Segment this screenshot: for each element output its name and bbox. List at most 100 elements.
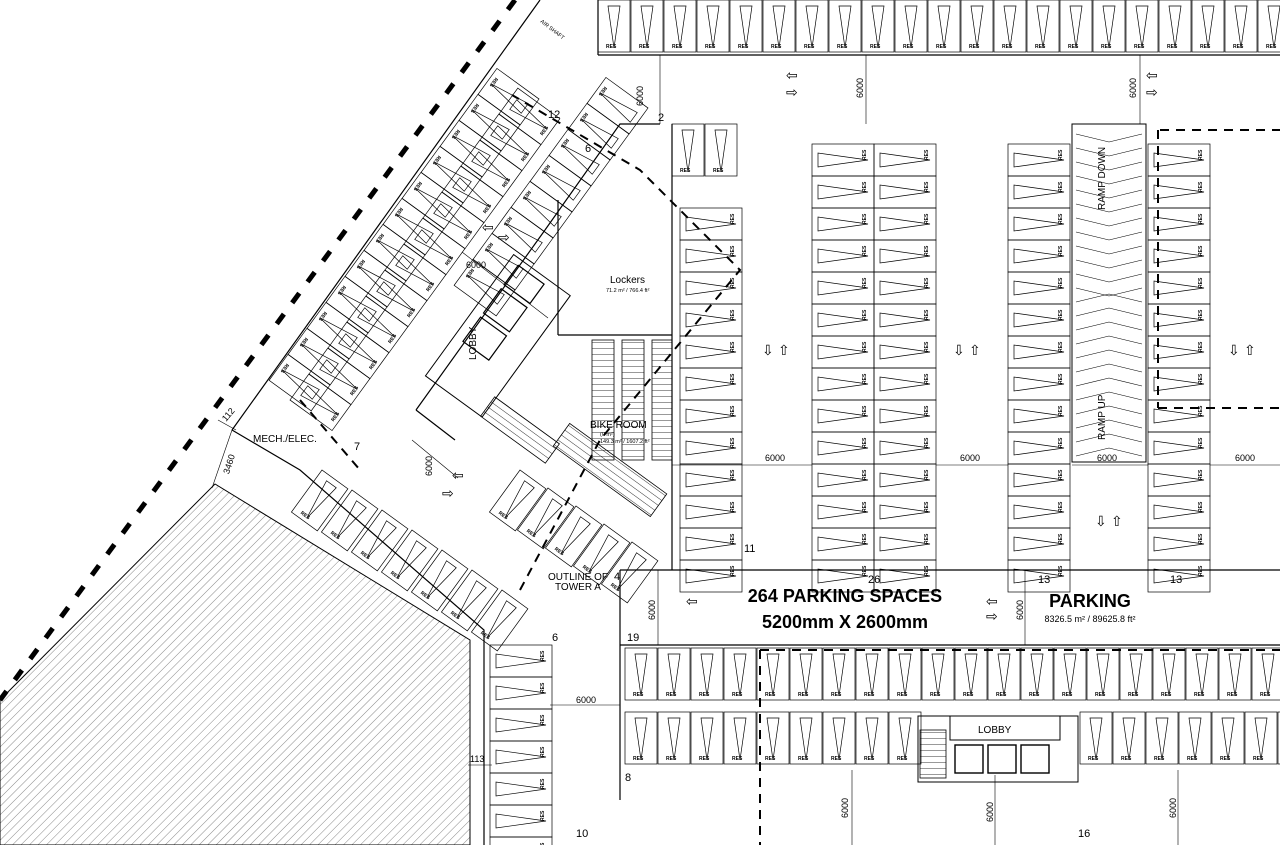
parking-stall: RES — [1147, 431, 1211, 465]
parking-stall: RES — [723, 711, 757, 765]
stall-label: RES — [497, 510, 509, 521]
lockers-label: Lockers — [610, 275, 645, 286]
stall-label: RES — [862, 373, 868, 384]
stall-label: RES — [1198, 213, 1204, 224]
parking-stall: RES — [498, 87, 561, 145]
stall-label: RES — [449, 610, 461, 621]
parking-stall: RES — [411, 549, 469, 612]
stall-label: RES — [1058, 341, 1064, 352]
dim-diag-1: 6000 — [466, 260, 486, 270]
parking-stall: RES — [268, 354, 331, 412]
parking-stall: RES — [679, 495, 743, 529]
parking-stall: RES — [1053, 647, 1087, 701]
parking-stall: RES — [344, 250, 407, 308]
parking-stall: RES — [1007, 527, 1071, 561]
arrow-right: ⇨ — [986, 608, 998, 624]
arrow-right: ⇨ — [498, 229, 510, 245]
parking-stall: RES — [327, 321, 390, 379]
stall-label: RES — [862, 533, 868, 544]
parking-stall: RES — [690, 647, 724, 701]
parking-stall: RES — [453, 259, 516, 317]
stall-label: RES — [501, 215, 512, 227]
stall-label: RES — [639, 44, 650, 50]
stall-label: RES — [335, 284, 346, 296]
stall-label: RES — [864, 756, 875, 762]
dim-top-1: 6000 — [635, 86, 645, 106]
parking-stall: RES — [657, 711, 691, 765]
stall-label: RES — [738, 44, 749, 50]
stall-label: RES — [1095, 692, 1106, 698]
parking-stall: RES — [1147, 207, 1211, 241]
parking-stall: RES — [811, 559, 875, 593]
ramp-down-label: RAMP DOWN — [1097, 147, 1108, 210]
parking-stall: RES — [422, 191, 485, 249]
count-10: 10 — [576, 828, 588, 840]
stall-label: RES — [540, 810, 546, 821]
lockers-area: 71.2 m² / 766.4 ft² — [606, 288, 650, 294]
stall-label: RES — [540, 650, 546, 661]
dim-bottom-3: 6000 — [1168, 798, 1178, 818]
stall-label: RES — [924, 469, 930, 480]
stall-label: RES — [680, 168, 691, 174]
stall-label: RES — [705, 44, 716, 50]
dim-mid-4: 6000 — [1235, 453, 1255, 463]
tower-outline-dashed — [511, 94, 742, 591]
ramp-chevron — [1075, 419, 1143, 429]
dim-top-2: 6000 — [855, 78, 865, 98]
parking-stall: RES — [811, 431, 875, 465]
stall-label: RES — [609, 582, 621, 593]
parking-stall: RES — [873, 559, 937, 593]
stall-label: RES — [299, 510, 311, 521]
bike-room-sub: (0 m²) — [600, 432, 615, 438]
parking-stall: RES — [1007, 303, 1071, 337]
parking-stall: RES — [401, 172, 464, 230]
stall-label: RES — [1198, 309, 1204, 320]
stall-label: RES — [419, 590, 431, 601]
traffic-arrows: ⇦ ⇨ ⇦ ⇨ ⇦ ⇨ ⇩ ⇧ ⇩ ⇧ ⇩ ⇧ ⇦ ⇨ ⇩ ⇧ ⇦ ⇦ ⇨ — [442, 67, 1256, 624]
stall-label: RES — [924, 565, 930, 576]
stall-label: RES — [1058, 181, 1064, 192]
arrow-right: ⇨ — [786, 84, 798, 100]
parking-stall: RES — [762, 0, 796, 53]
stall-label: RES — [924, 181, 930, 192]
count-19: 19 — [627, 632, 639, 644]
parking-stall: RES — [756, 647, 790, 701]
stall-label: RES — [1058, 309, 1064, 320]
stair-upper — [480, 396, 560, 464]
parking-stall: RES — [1007, 431, 1071, 465]
parking-stall: RES — [382, 198, 445, 256]
parking-stall: RES — [1092, 0, 1126, 53]
stall-label: RES — [804, 44, 815, 50]
stall-label: RES — [558, 137, 569, 149]
stall-label: RES — [329, 530, 341, 541]
stall-label: RES — [730, 373, 736, 384]
stall-label: RES — [969, 44, 980, 50]
stall-label: RES — [540, 714, 546, 725]
stall-label: RES — [389, 570, 401, 581]
lower-lobby-label: LOBBY — [978, 725, 1012, 736]
dim-right-lower: 6000 — [1015, 600, 1025, 620]
parking-stall: RES — [308, 347, 371, 405]
dim-bottom-2: 6000 — [985, 802, 995, 822]
bike-room-label: BIKE ROOM — [590, 420, 647, 431]
parking-stall: RES — [597, 0, 631, 53]
arrow-left: ⇦ — [482, 219, 494, 235]
ramp-chevron — [1075, 433, 1143, 443]
stall-label: RES — [1058, 245, 1064, 256]
stall-label: RES — [1128, 692, 1139, 698]
parking-stall: RES — [1152, 647, 1186, 701]
stall-label: RES — [316, 310, 327, 322]
parking-stall: RES — [471, 589, 529, 652]
parking-stall: RES — [363, 224, 426, 282]
parking-stall: RES — [289, 373, 352, 431]
stall-label: RES — [862, 213, 868, 224]
stall-label: RES — [730, 469, 736, 480]
ramp-chevron — [1075, 147, 1143, 157]
dim-top-3: 6000 — [1128, 78, 1138, 98]
parking-stall: RES — [1007, 463, 1071, 497]
parking-stall: RES — [789, 711, 823, 765]
parking-stall: RES — [472, 233, 535, 291]
stall-label: RES — [1198, 245, 1204, 256]
parking-stall: RES — [679, 271, 743, 305]
